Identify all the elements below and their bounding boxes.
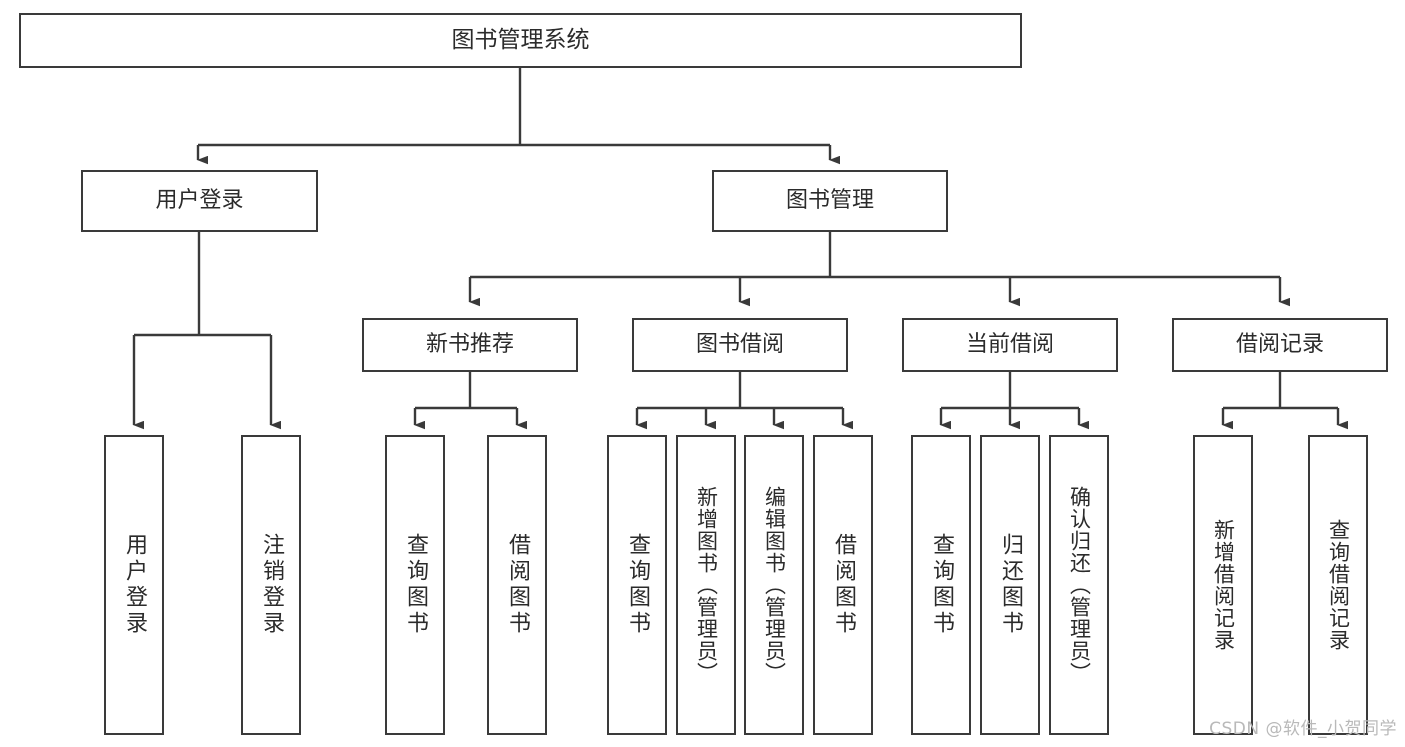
node-label: 新增借阅记录: [1211, 519, 1236, 651]
node-label: 借阅图书: [505, 533, 530, 637]
node-label: 注销登录: [259, 533, 284, 637]
leaf-query-borrow-record[interactable]: 查询借阅记录: [1308, 435, 1368, 735]
node-label: 查询借阅记录: [1326, 519, 1351, 651]
node-label: 当前借阅: [965, 331, 1054, 357]
node-label: 图书管理: [785, 187, 874, 213]
leaf-edit-book-admin[interactable]: 编辑图书（管理员）: [744, 435, 804, 735]
leaf-logout[interactable]: 注销登录: [241, 435, 301, 735]
node-book-management[interactable]: 图书管理: [712, 170, 948, 232]
leaf-return-book[interactable]: 归还图书: [980, 435, 1040, 735]
node-label: 归还图书: [998, 533, 1023, 637]
leaf-borrow-book-borrow[interactable]: 借阅图书: [813, 435, 873, 735]
node-borrow-record[interactable]: 借阅记录: [1172, 318, 1388, 372]
leaf-user-login[interactable]: 用户登录: [104, 435, 164, 735]
node-label: 确认归还（管理员）: [1067, 486, 1092, 684]
leaf-confirm-return-admin[interactable]: 确认归还（管理员）: [1049, 435, 1109, 735]
node-label: 查询图书: [625, 533, 650, 637]
node-current-borrow[interactable]: 当前借阅: [902, 318, 1118, 372]
node-label: 编辑图书（管理员）: [762, 486, 787, 684]
node-label: 新书推荐: [425, 331, 514, 357]
node-label: 借阅记录: [1235, 331, 1324, 357]
leaf-add-borrow-record[interactable]: 新增借阅记录: [1193, 435, 1253, 735]
node-user-login[interactable]: 用户登录: [81, 170, 318, 232]
leaf-query-book-recommend[interactable]: 查询图书: [385, 435, 445, 735]
node-label: 查询图书: [929, 533, 954, 637]
leaf-add-book-admin[interactable]: 新增图书（管理员）: [676, 435, 736, 735]
node-label: 新增图书（管理员）: [694, 486, 719, 684]
node-label: 查询图书: [403, 533, 428, 637]
node-label: 用户登录: [122, 533, 147, 637]
leaf-query-book-current[interactable]: 查询图书: [911, 435, 971, 735]
node-root-system[interactable]: 图书管理系统: [19, 13, 1022, 68]
node-label: 用户登录: [155, 187, 244, 213]
node-label: 图书借阅: [695, 331, 784, 357]
node-book-borrow[interactable]: 图书借阅: [632, 318, 848, 372]
node-label: 图书管理系统: [451, 26, 590, 53]
leaf-query-book-borrow[interactable]: 查询图书: [607, 435, 667, 735]
node-label: 借阅图书: [831, 533, 856, 637]
node-new-book-recommend[interactable]: 新书推荐: [362, 318, 578, 372]
leaf-borrow-book-recommend[interactable]: 借阅图书: [487, 435, 547, 735]
